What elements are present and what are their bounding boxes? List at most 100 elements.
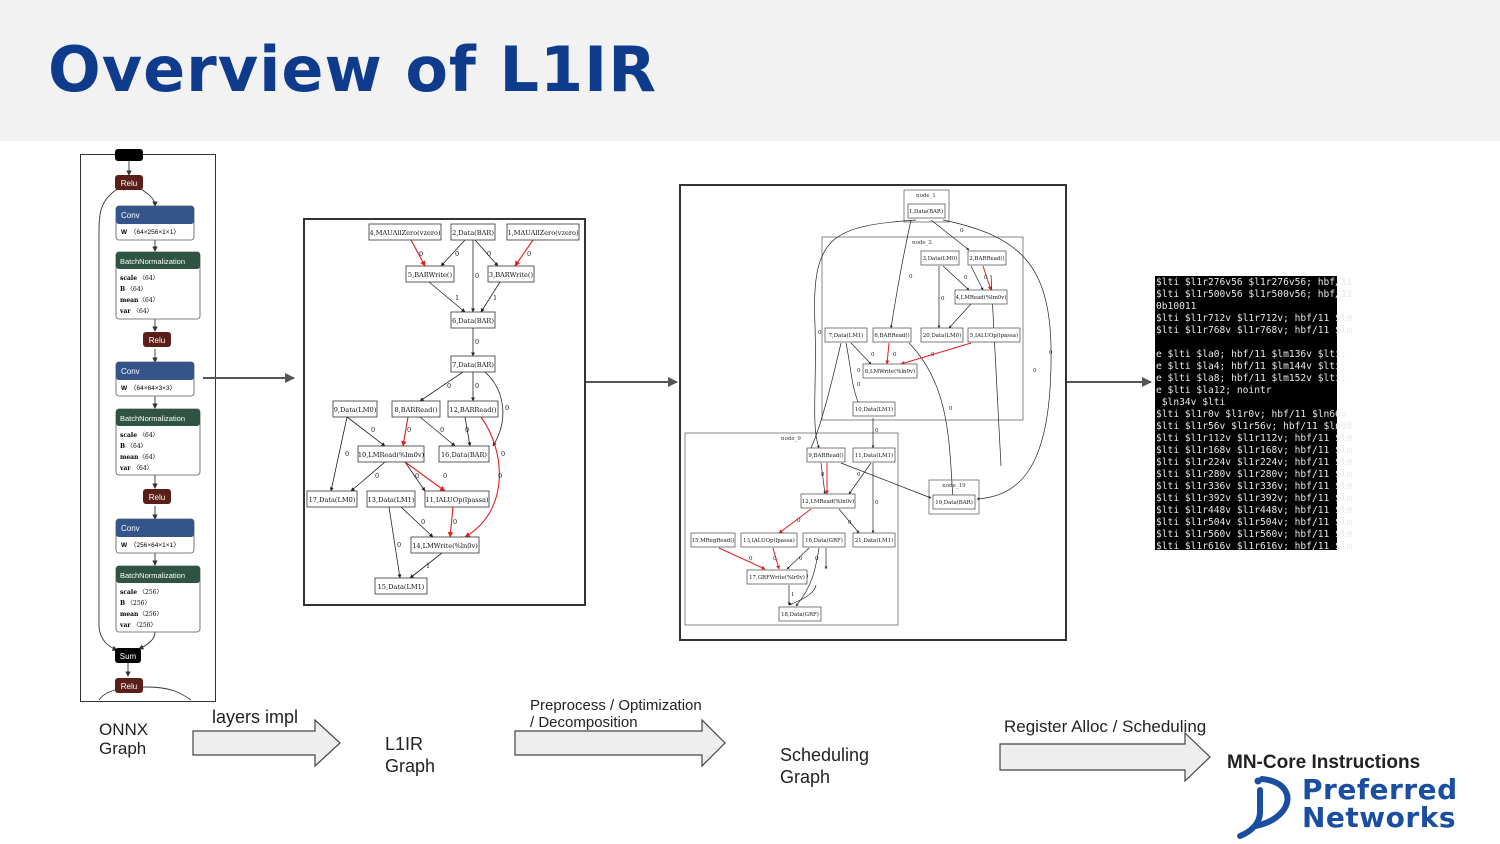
step2-label-line2: / Decomposition [530, 714, 638, 731]
onnx-graph-panel: Relu Conv W 〈64×256×1×1〉 BatchNormalizat… [80, 149, 216, 702]
edge-label: 0 [345, 450, 349, 458]
edge-label: 1 [493, 294, 497, 302]
onnx-attr-value: 〈256〉 [133, 622, 156, 629]
sched-node-label: 9,BARRead() [808, 452, 843, 459]
edge-label: 1 [791, 592, 795, 598]
edge-label: 0 [421, 518, 425, 526]
onnx-attr-value: 〈256〉 [139, 589, 162, 596]
edge-label: 0 [893, 352, 897, 358]
onnx-attr-key: mean [120, 611, 139, 618]
pfn-logo-mark-icon [1237, 776, 1291, 839]
l1ir-node-label: 14,LMWrite(%ln0v) [412, 542, 478, 550]
onnx-attr-value: 〈256×64×1×1〉 [130, 541, 180, 549]
onnx-attr-value: 〈256〉 [127, 600, 150, 607]
l1ir-node-label: 15,Data(LM1) [378, 583, 425, 591]
edge-label: 0 [857, 382, 861, 388]
edge-label: 0 [984, 275, 988, 281]
sched-node-label: 10,Data(LM1) [855, 406, 893, 413]
edge-label: 0 [857, 472, 861, 478]
sched-node-label: 6,BARRead() [874, 332, 909, 339]
edge-label: 0 [1049, 350, 1053, 356]
onnx-attr-key: scale [120, 275, 137, 282]
onnx-attr-key: W [121, 542, 128, 549]
edge-label: 0 [960, 228, 964, 234]
onnx-attr-value: 〈64〉 [133, 465, 153, 472]
sched-node-label: 8,LMWrite(%ln0v) [865, 368, 915, 375]
edge-label: 0 [440, 426, 444, 434]
l1ir-node-label: 12,BARRead() [449, 406, 497, 414]
instructions-text: $lti $l1r276v56 $l1r276v56; hbf/11 $lti … [1156, 277, 1353, 552]
edge-label: 0 [455, 250, 459, 258]
title-bar [0, 0, 1500, 141]
cluster-label: node_9 [781, 436, 801, 442]
sched-node-label: 17,GRFWrite(%lr0v) [749, 574, 805, 581]
onnx-node-label: Relu [149, 493, 165, 502]
edge-label: 0 [818, 330, 822, 336]
cluster-label: node_2 [912, 240, 932, 246]
edge-label: 0 [1033, 368, 1037, 374]
edge-label: 0 [453, 518, 457, 526]
l1ir-node-label: 1,MAUAllZero(vzero) [507, 229, 579, 237]
edge-label: 0 [797, 518, 801, 524]
step2-label: Preprocess / Optimization / Decompositio… [530, 697, 702, 731]
onnx-attr-key: var [119, 622, 131, 629]
l1ir-label-line1: L1IR [385, 734, 424, 754]
onnx-attr-value: 〈64〉 [139, 454, 159, 461]
onnx-attr-key: mean [120, 297, 139, 304]
edge-label: 1 [455, 294, 459, 302]
l1ir-graph-label: L1IR Graph [385, 733, 435, 777]
edge-label: 0 [419, 250, 423, 258]
edge-label: 0 [475, 338, 479, 346]
edge-label: 0 [815, 556, 819, 562]
edge-label: 0 [749, 556, 753, 562]
onnx-node-label: BatchNormalization [120, 414, 185, 423]
onnx-attr-value: 〈64〉 [139, 432, 159, 439]
onnx-node-label: Conv [121, 367, 140, 376]
preferred-networks-logo: Preferred Networks [1236, 773, 1496, 839]
sched-node-label: 13,IALUOp(lpassa) [743, 537, 795, 544]
l1ir-node-label: 6,Data(BAR) [452, 317, 494, 325]
onnx-attr-value: 〈64〉 [133, 308, 153, 315]
sched-node-label: 21,Data(LM1) [855, 537, 893, 544]
onnx-attr-key: B [120, 286, 125, 293]
l1ir-node-label: 9,Data(LM0) [334, 406, 377, 414]
edge-label: 0 [375, 472, 379, 480]
l1ir-node-label: 2,Data(BAR) [452, 229, 494, 237]
onnx-attr-key: var [119, 308, 131, 315]
onnx-node-label: Sum [120, 652, 137, 661]
edge-label: 0 [475, 382, 479, 390]
l1ir-node-label: 8,BARRead() [394, 406, 437, 414]
onnx-node-label: Relu [121, 179, 137, 188]
onnx-node-label: Relu [121, 682, 137, 691]
onnx-attr-value: 〈64〉 [139, 297, 159, 304]
edge-label: 0 [407, 426, 411, 434]
sched-node-label: 15,MRegRead() [692, 537, 735, 544]
edge-label: 0 [397, 541, 401, 549]
edge-label: 0 [447, 382, 451, 390]
sched-node-label: 11,Data(LM1) [855, 452, 893, 459]
logo-text-line1: Preferred [1302, 773, 1458, 806]
l1ir-node-label: 5,BARWrite() [408, 271, 453, 279]
edge-label: 0 [505, 404, 509, 412]
onnx-node-label: Conv [121, 524, 140, 533]
cluster-label: node_1 [916, 193, 936, 199]
edge-label: 0 [964, 275, 968, 281]
sched-node-label: 1,Data(BAR) [909, 208, 943, 215]
onnx-attr-value: 〈64×256×1×1〉 [130, 228, 180, 236]
onnx-label-line2: Graph [99, 739, 147, 758]
edge-label: 0 [857, 368, 861, 374]
l1ir-node-label: 16,Data(BAR) [441, 451, 487, 459]
onnx-node-label: Relu [149, 336, 165, 345]
sched-graph-label: Scheduling Graph [780, 744, 869, 788]
l1ir-node-label: 3,BARWrite() [489, 271, 534, 279]
onnx-attr-key: var [119, 465, 131, 472]
l1ir-node-label: 11,IALUOp(lpassa) [425, 496, 489, 504]
onnx-node-label: BatchNormalization [120, 257, 185, 266]
onnx-attr-value: 〈256〉 [139, 611, 162, 618]
instructions-label: MN-Core Instructions [1227, 752, 1421, 773]
edge-label: 1 [426, 562, 430, 570]
onnx-attr-key: scale [120, 432, 137, 439]
sched-node-label: 12,LMRead(%ln0v) [802, 498, 855, 505]
l1ir-node-label: 10,LMRead(%lm0v) [358, 451, 425, 459]
sched-node-label: 20,Data(LM0) [923, 332, 961, 339]
